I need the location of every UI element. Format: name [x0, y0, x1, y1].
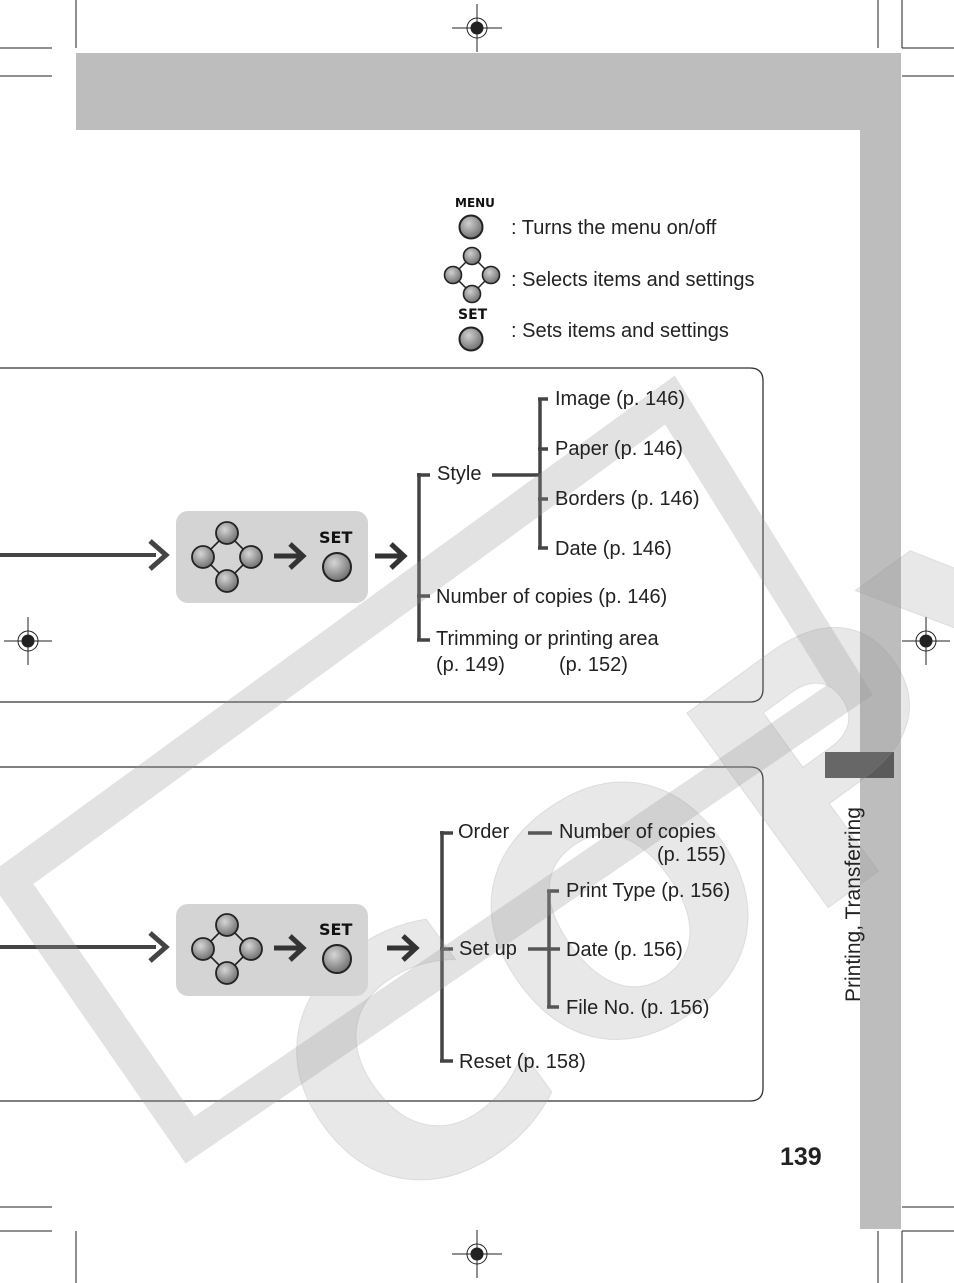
panel2-date: Date (p. 156) [566, 939, 683, 961]
panel2-lead-arrow [0, 931, 170, 963]
panel2-tree [440, 831, 560, 1063]
side-section-label: Printing, Transferring [842, 807, 865, 1002]
panel1-date: Date (p. 146) [555, 538, 672, 560]
registration-mark-bottom [452, 1230, 502, 1278]
panel2-order: Order [458, 821, 510, 843]
panel1-lead-arrow [0, 539, 170, 571]
panel1-trim-ref2: (p. 152) [559, 654, 628, 676]
registration-mark-left [4, 617, 52, 665]
panel1-trimming: Trimming or printing area [436, 628, 659, 650]
legend-set-text: : Sets items and settings [511, 320, 729, 342]
legend-select-text: : Selects items and settings [511, 269, 755, 291]
panel1-trim-ref1: (p. 149) [436, 654, 505, 676]
side-bar [860, 130, 901, 1229]
panel1-frame [0, 367, 764, 703]
panel1-image: Image (p. 146) [555, 388, 686, 410]
dpad-icon [443, 246, 501, 304]
panel1-borders: Borders (p. 146) [555, 488, 700, 510]
panel1-dpad-icon [191, 521, 263, 593]
panel2-arrow2-icon [387, 934, 420, 962]
panel1-style: Style [437, 463, 482, 485]
panel1-tree [417, 397, 548, 642]
panel2-set-label: SET [319, 920, 353, 939]
menu-button-icon [458, 214, 484, 240]
panel1-set-button-icon [322, 552, 352, 582]
menu-button-label: MENU [455, 196, 495, 210]
panel2-frame [0, 766, 764, 1102]
panel1-arrow2-icon [375, 542, 408, 570]
panel2-arrow-icon [274, 934, 307, 962]
panel2-set-button-icon [322, 944, 352, 974]
panel2-copies-line2: (p. 155) [657, 844, 726, 866]
panel1-copies: Number of copies (p. 146) [436, 586, 668, 608]
panel2-print-type: Print Type (p. 156) [566, 880, 731, 902]
section-tab [825, 752, 894, 778]
registration-mark-top [452, 4, 502, 52]
panel2-reset: Reset (p. 158) [459, 1051, 586, 1073]
panel1-set-label: SET [319, 528, 353, 547]
page-number: 139 [780, 1143, 822, 1171]
set-button-icon [458, 326, 484, 352]
panel2-file-no: File No. (p. 156) [566, 997, 710, 1019]
header-bar [76, 53, 901, 130]
panel2-dpad-icon [191, 913, 263, 985]
legend-menu-text: : Turns the menu on/off [511, 217, 717, 239]
set-button-label: SET [458, 307, 488, 323]
panel1-paper: Paper (p. 146) [555, 438, 683, 460]
registration-mark-right [902, 617, 950, 665]
panel1-arrow-icon [274, 542, 307, 570]
panel2-copies-line1: Number of copies [559, 821, 716, 843]
panel2-setup: Set up [459, 938, 517, 960]
